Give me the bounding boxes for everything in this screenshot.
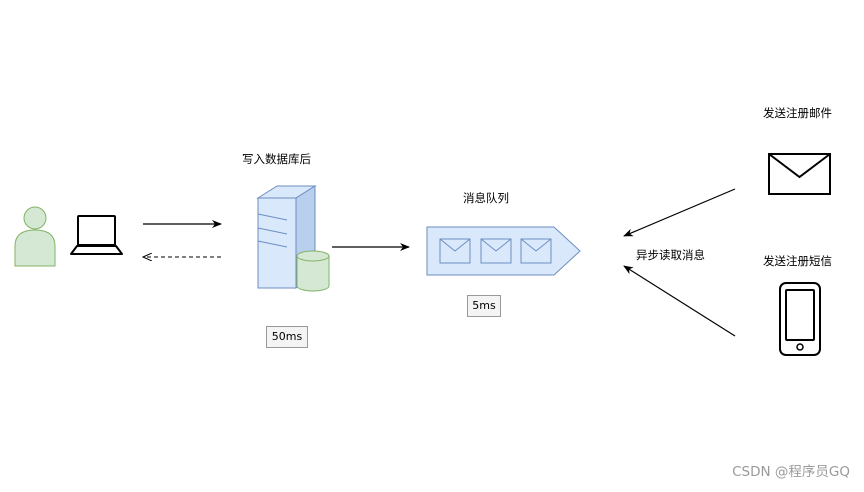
db-timing-badge: 50ms [266,326,308,348]
email-caption: 发送注册邮件 [763,106,832,120]
database-icon [296,250,330,292]
mail-icon [768,153,831,195]
async-read-label: 异步读取消息 [636,248,705,262]
db-caption: 写入数据库后 [242,152,311,166]
watermark: CSDN @程序员GQ [732,464,850,480]
message-icon [439,238,471,264]
message-icon [520,238,552,264]
user-icon [14,206,56,267]
laptop-icon [70,215,123,255]
queue-caption: 消息队列 [463,191,509,205]
sms-caption: 发送注册短信 [763,254,832,268]
email-consume-arrow [623,188,736,237]
phone-icon [779,282,821,356]
queue-icon [426,226,581,276]
sms-consume-arrow [623,265,736,337]
queue-timing-badge: 5ms [467,295,501,317]
message-icon [480,238,512,264]
